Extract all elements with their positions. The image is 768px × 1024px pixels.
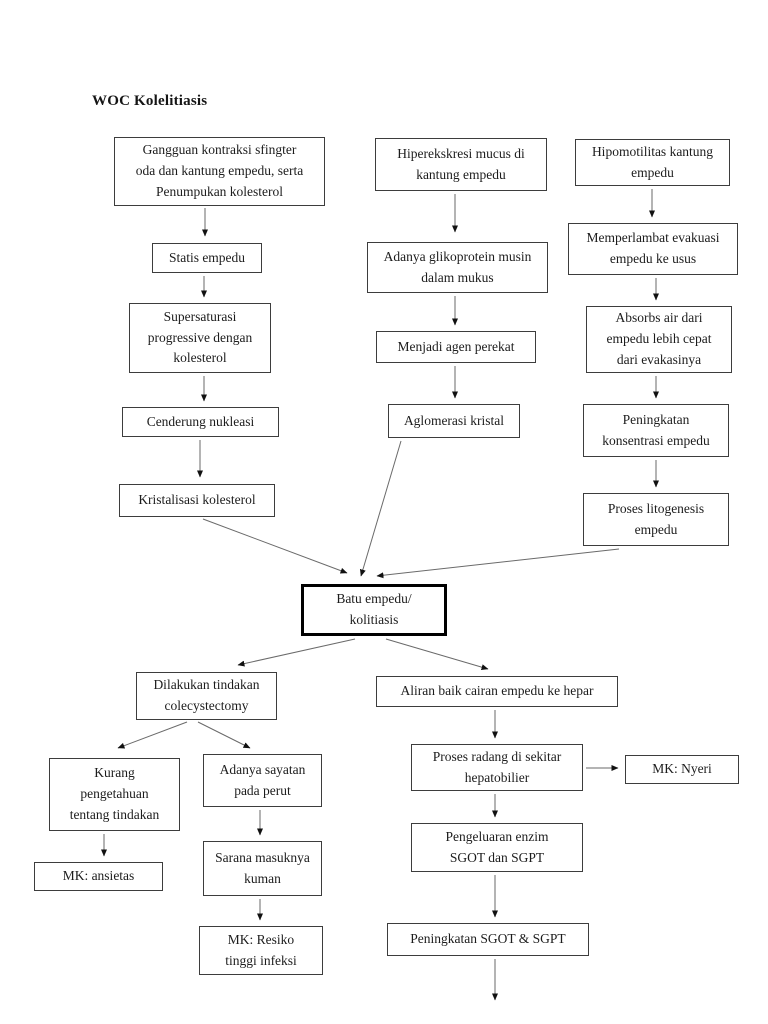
edge-litogenesis-batu <box>376 548 620 579</box>
page-title: WOC Kolelitiasis <box>92 93 208 109</box>
node-mk-resiko-infeksi: MK: Resiko tinggi infeksi <box>199 926 323 975</box>
edge-kristalisasi-batu <box>202 518 348 574</box>
node-sarana-masuknya: Sarana masuknya kuman <box>203 841 322 896</box>
node-menjadi-agen-perekat: Menjadi agen perekat <box>376 331 536 363</box>
node-gangguan-kontraksi: Gangguan kontraksi sfingter oda dan kant… <box>114 137 325 206</box>
node-mk-ansietas: MK: ansietas <box>34 862 163 891</box>
node-mk-nyeri: MK: Nyeri <box>625 755 739 784</box>
node-dilakukan-tindakan: Dilakukan tindakan colecystectomy <box>136 672 277 720</box>
node-proses-radang: Proses radang di sekitar hepatobilier <box>411 744 583 791</box>
node-peningkatan-sgot: Peningkatan SGOT & SGPT <box>387 923 589 956</box>
node-memperlambat-evakuasi: Memperlambat evakuasi empedu ke usus <box>568 223 738 275</box>
node-hiperekskresi-mucus: Hiperekskresi mucus di kantung empedu <box>375 138 547 191</box>
node-cenderung-nukleasi: Cenderung nukleasi <box>122 407 279 437</box>
edge-dilakukan-kurang <box>117 721 188 749</box>
node-pengeluaran-enzim: Pengeluaran enzim SGOT dan SGPT <box>411 823 583 872</box>
node-proses-litogenesis: Proses litogenesis empedu <box>583 493 729 546</box>
node-aglomerasi-kristal: Aglomerasi kristal <box>388 404 520 438</box>
node-hipomotilitas: Hipomotilitas kantung empedu <box>575 139 730 186</box>
node-supersaturasi: Supersaturasi progressive dengan koleste… <box>129 303 271 373</box>
edge-batu-dilakukan <box>237 638 356 667</box>
node-batu-empedu: Batu empedu/ kolitiasis <box>301 584 447 636</box>
node-peningkatan-konsentrasi: Peningkatan konsentrasi empedu <box>583 404 729 457</box>
node-aliran-baik-cairan: Aliran baik cairan empedu ke hepar <box>376 676 618 707</box>
node-kurang-pengetahuan: Kurang pengetahuan tentang tindakan <box>49 758 180 831</box>
node-statis-empedu: Statis empedu <box>152 243 262 273</box>
node-adanya-sayatan: Adanya sayatan pada perut <box>203 754 322 807</box>
edge-dilakukan-sayatan <box>197 721 251 749</box>
edge-batu-aliran <box>385 638 489 671</box>
edge-aglomerasi-batu <box>359 440 402 577</box>
node-adanya-glikoprotein: Adanya glikoprotein musin dalam mukus <box>367 242 548 293</box>
node-absorbs-air: Absorbs air dari empedu lebih cepat dari… <box>586 306 732 373</box>
node-kristalisasi-kolesterol: Kristalisasi kolesterol <box>119 484 275 517</box>
